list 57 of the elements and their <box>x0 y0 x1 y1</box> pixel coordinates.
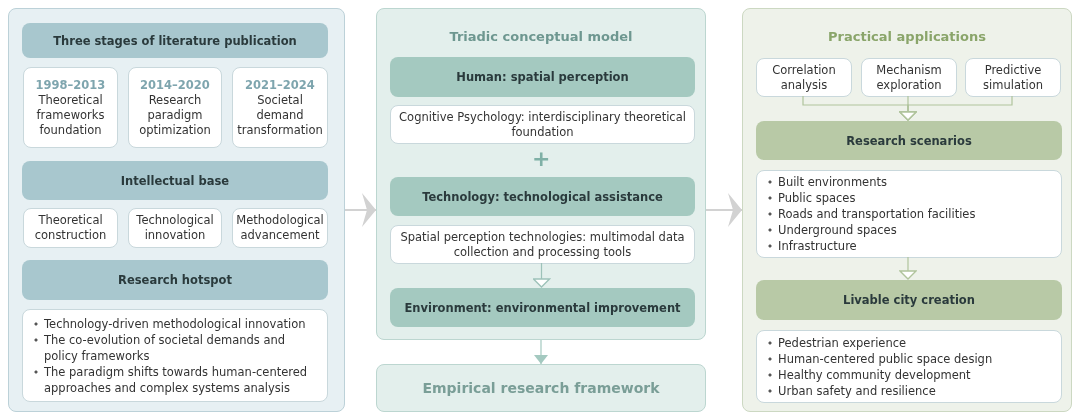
section-header: Livable city creation <box>756 280 1062 320</box>
text-card <box>232 67 328 148</box>
panel-title: Triadic conceptual model <box>448 29 634 44</box>
chevron-arrow <box>344 193 377 227</box>
text-card <box>390 225 695 264</box>
column-panel <box>742 8 1072 412</box>
year-label: 2021–2024 <box>245 77 315 93</box>
text-card <box>965 58 1061 97</box>
card-text: Societal demand transformation <box>236 92 324 138</box>
section-header: Three stages of literature publication <box>22 23 328 58</box>
box-title: Empirical research framework <box>422 380 660 396</box>
section-header: Research hotspot <box>22 260 328 300</box>
section-header: Research scenarios <box>756 121 1062 160</box>
card-text: Theoretical frameworks foundation <box>35 92 106 138</box>
bullet-item: Roads and transportation facilities <box>767 206 976 222</box>
bullet-item: Human-centered public space design <box>767 350 993 367</box>
text-card <box>128 208 222 248</box>
section-header: Technology: technological assistance <box>390 177 695 216</box>
arrow <box>899 95 1013 121</box>
column-panel <box>376 8 706 340</box>
bullet-item: Technology-driven methodological innovation <box>33 315 306 332</box>
bullet-item: Public spaces <box>767 190 856 206</box>
card-text: Theoretical construction <box>33 213 108 243</box>
bullet-list-box <box>756 170 1062 258</box>
arrow <box>532 262 551 288</box>
panel-title: Practical applications <box>827 29 987 44</box>
card-text: Correlation analysis <box>771 62 837 93</box>
text-card <box>861 58 957 97</box>
year-label: 2014–2020 <box>140 77 210 93</box>
bullet-list-box <box>22 309 328 402</box>
section-header: Environment: environmental improvement <box>390 288 695 327</box>
result-box <box>376 364 706 412</box>
bullet-item: Healthy community development <box>767 366 971 383</box>
section-header: Intellectual base <box>22 161 328 200</box>
card-text: Spatial perception technologies: multimodal data collection and processing tools <box>399 229 686 260</box>
year-label: 1998–2013 <box>35 77 106 93</box>
chevron-arrow <box>705 193 743 227</box>
card-text: Research paradigm optimization <box>138 92 212 138</box>
arrow <box>534 339 548 365</box>
bullet-list-box <box>756 330 1062 403</box>
text-card <box>23 208 118 248</box>
bullet-item: Urban safety and resilience <box>767 382 936 399</box>
text-card <box>756 58 852 97</box>
card-text: Predictive simulation <box>982 62 1044 93</box>
column-panel <box>8 8 345 412</box>
text-card <box>128 67 222 148</box>
bullet-item: Underground spaces <box>767 222 897 238</box>
bullet-item: Pedestrian experience <box>767 334 907 351</box>
card-text: Cognitive Psychology: interdisciplinary theoretical foundation <box>398 109 687 140</box>
card-text: Mechanism exploration <box>875 62 943 93</box>
arrow <box>899 256 917 280</box>
plus-sign: + <box>532 148 551 170</box>
text-card <box>23 67 118 148</box>
card-text: Technological innovation <box>135 213 215 243</box>
text-card <box>390 105 695 144</box>
card-text: Methodological advancement <box>235 213 325 243</box>
section-header: Human: spatial perception <box>390 57 695 97</box>
